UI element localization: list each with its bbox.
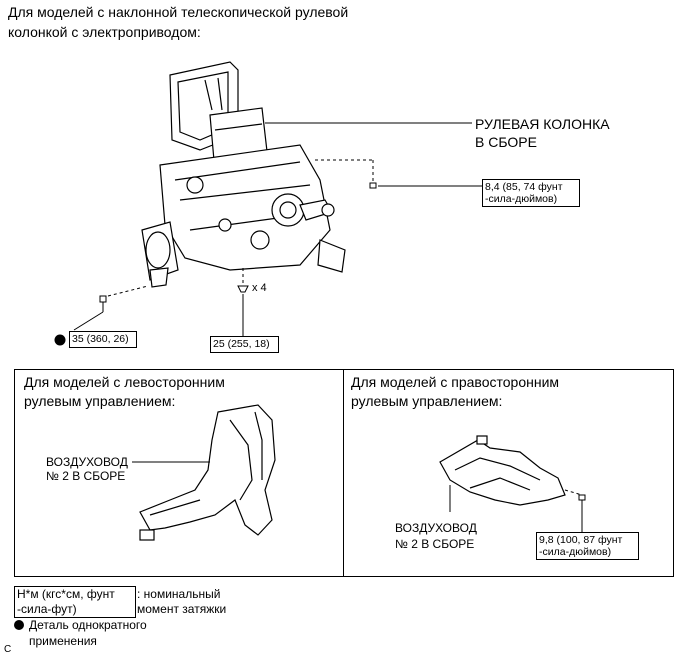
- torque-value: 25 (255, 18): [213, 338, 270, 350]
- single-use-bullet: [54, 334, 66, 346]
- nut-bottom-center: [237, 268, 249, 336]
- column-label-2: В СБОРЕ: [475, 134, 537, 150]
- torque-value: 35 (360, 26): [72, 333, 129, 345]
- torque-unit: -сила-дюймов): [485, 193, 558, 205]
- right-panel: [343, 369, 674, 577]
- right-part-label-1: ВОЗДУХОВОД: [395, 521, 477, 535]
- torque-unit: -сила-дюймов): [539, 546, 612, 558]
- right-part-label-2: № 2 В СБОРЕ: [395, 537, 475, 551]
- right-panel-title-1: Для моделей с правосторонним: [351, 374, 560, 390]
- legend-bullet-text-1: Деталь однократного: [29, 618, 147, 632]
- left-duct-illustration: [139, 404, 276, 541]
- legend-torque-box: Н*м (кгс*см, фунт -сила-фут): [14, 586, 136, 618]
- legend-desc-2: момент затяжки: [137, 602, 227, 616]
- torque-box-duct: 9,8 (100, 87 фунт -сила-дюймов): [536, 532, 639, 560]
- column-label-1: РУЛЕВАЯ КОЛОНКА: [475, 116, 610, 132]
- header-line-2: колонкой с электроприводом:: [8, 24, 201, 40]
- left-part-label-2: № 2 В СБОРЕ: [46, 469, 126, 483]
- bolt-bottom-left: [73, 285, 149, 331]
- legend-desc-1: : номинальный: [137, 587, 221, 601]
- legend-bullet: [14, 620, 24, 630]
- steering-column-illustration: [141, 61, 346, 288]
- figure-code: C: [4, 644, 12, 655]
- torque-box-column: 8,4 (85, 74 фунт -сила-дюймов): [482, 179, 580, 207]
- legend-unit-2: -сила-фут): [17, 602, 77, 616]
- legend-unit-1: Н*м (кгс*см, фунт: [17, 587, 115, 601]
- torque-box-nut: 25 (255, 18): [210, 336, 279, 353]
- left-part-label-1: ВОЗДУХОВОД: [46, 455, 128, 469]
- right-duct-illustration: [439, 435, 566, 506]
- quantity-label: x 4: [252, 282, 267, 294]
- header-line-1: Для моделей с наклонной телескопической …: [8, 4, 349, 20]
- torque-box-bolt: 35 (360, 26): [69, 331, 137, 348]
- left-panel-title-1: Для моделей с левосторонним: [24, 374, 225, 390]
- right-panel-title-2: рулевым управлением:: [351, 393, 503, 409]
- left-panel-title-2: рулевым управлением:: [24, 393, 176, 409]
- legend-bullet-text-2: применения: [29, 634, 97, 648]
- bolt-top-right: [315, 159, 482, 189]
- torque-value: 9,8 (100, 87 фунт: [539, 534, 623, 546]
- torque-value: 8,4 (85, 74 фунт: [485, 181, 563, 193]
